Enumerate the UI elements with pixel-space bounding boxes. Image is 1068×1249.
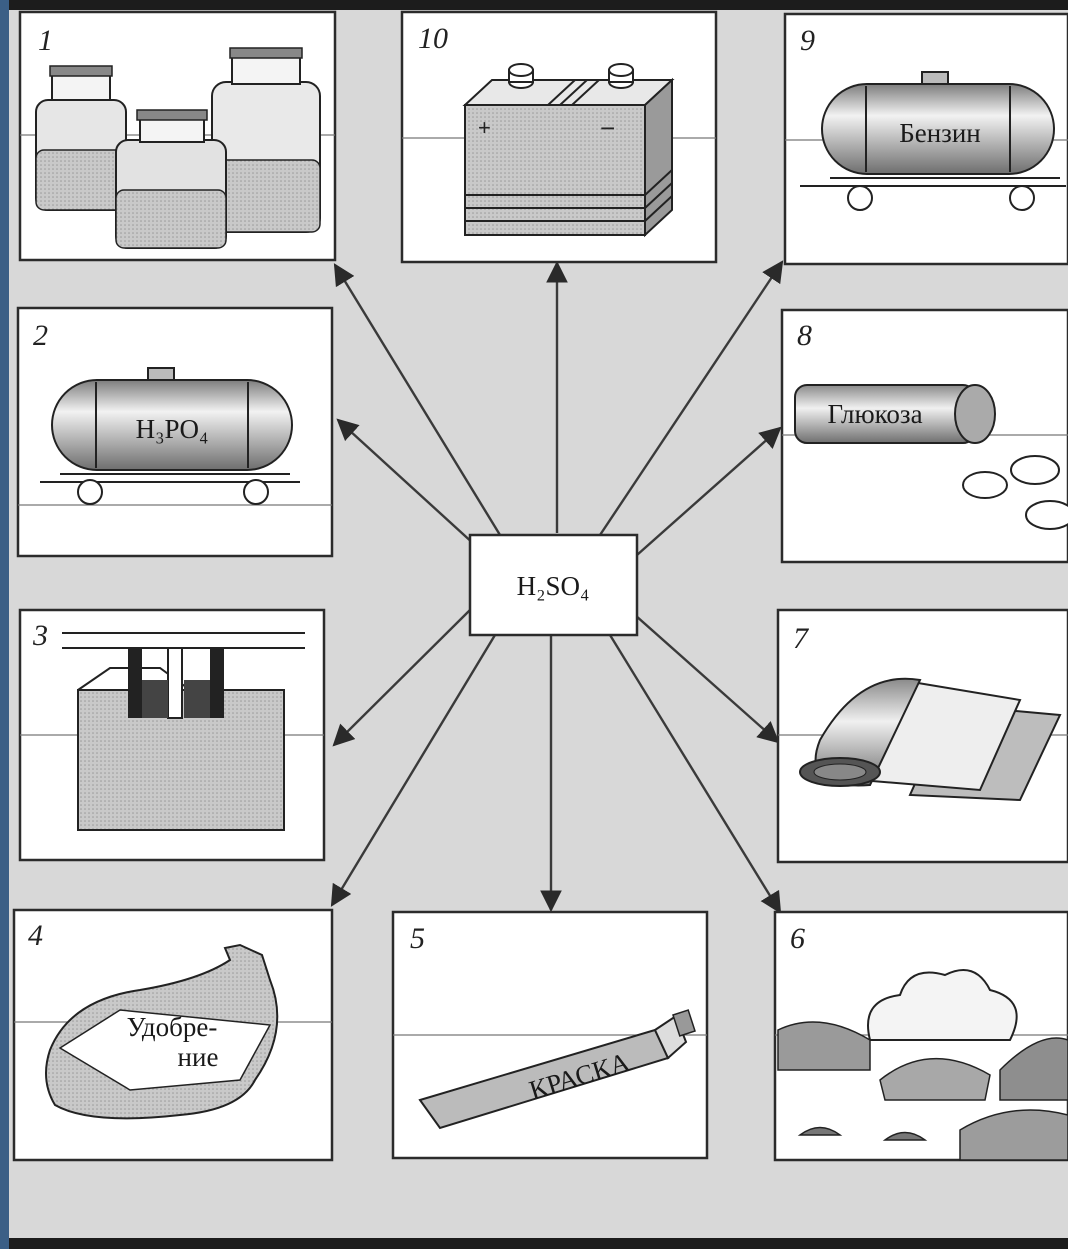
arrow-to-6	[608, 634, 782, 914]
arrow-to-2	[336, 418, 476, 546]
arrow-to-3	[332, 609, 471, 747]
panel-7-fabric: 7	[776, 608, 1068, 864]
panel-1-bottles: 1	[18, 10, 337, 262]
panel-9-gasoline: 9 Бензин	[783, 12, 1068, 266]
panel-2-label: H₃PO₄	[136, 414, 209, 444]
panel-10-battery: 10 + −	[400, 10, 718, 264]
panel-6-number: 6	[790, 922, 805, 955]
panel-5-paint: 5 КРАСКА	[391, 910, 709, 1160]
arrow-to-1	[333, 263, 502, 536]
panel-4-fertilizer: 4 Удобре- ние	[12, 908, 334, 1162]
arrows	[330, 260, 784, 914]
minus-sign-icon: −	[600, 113, 615, 143]
center-box: H₂SO₄	[468, 533, 639, 637]
panel-9-number: 9	[800, 24, 815, 57]
panel-4-number: 4	[28, 919, 43, 952]
panel-6-plants: 6	[773, 910, 1068, 1162]
arrow-to-4	[330, 634, 497, 907]
panel-8-number: 8	[797, 319, 812, 352]
panel-2-number: 2	[33, 319, 48, 352]
arrow-to-7	[634, 614, 780, 744]
panel-9-label: Бензин	[899, 118, 981, 148]
panel-8-glucose: 8 Глюкоза	[780, 308, 1068, 564]
panel-3-electrolysis: 3	[18, 608, 326, 862]
arrow-to-8	[636, 426, 782, 556]
panel-2-tank: 2 H₃PO₄	[16, 306, 334, 558]
panel-1-number: 1	[38, 24, 53, 57]
panel-4-label-line1: Удобре-	[127, 1012, 218, 1042]
panel-10-number: 10	[418, 22, 448, 55]
panel-7-number: 7	[793, 622, 810, 655]
center-formula: H₂SO₄	[517, 571, 590, 601]
panel-4-label-line2: ние	[178, 1042, 219, 1072]
plus-sign-icon: +	[478, 115, 491, 140]
panel-3-number: 3	[32, 619, 48, 652]
left-edge-accent	[0, 0, 9, 1249]
arrow-to-9	[599, 260, 784, 536]
panel-5-number: 5	[410, 922, 425, 955]
panel-8-label: Глюкоза	[827, 399, 922, 429]
